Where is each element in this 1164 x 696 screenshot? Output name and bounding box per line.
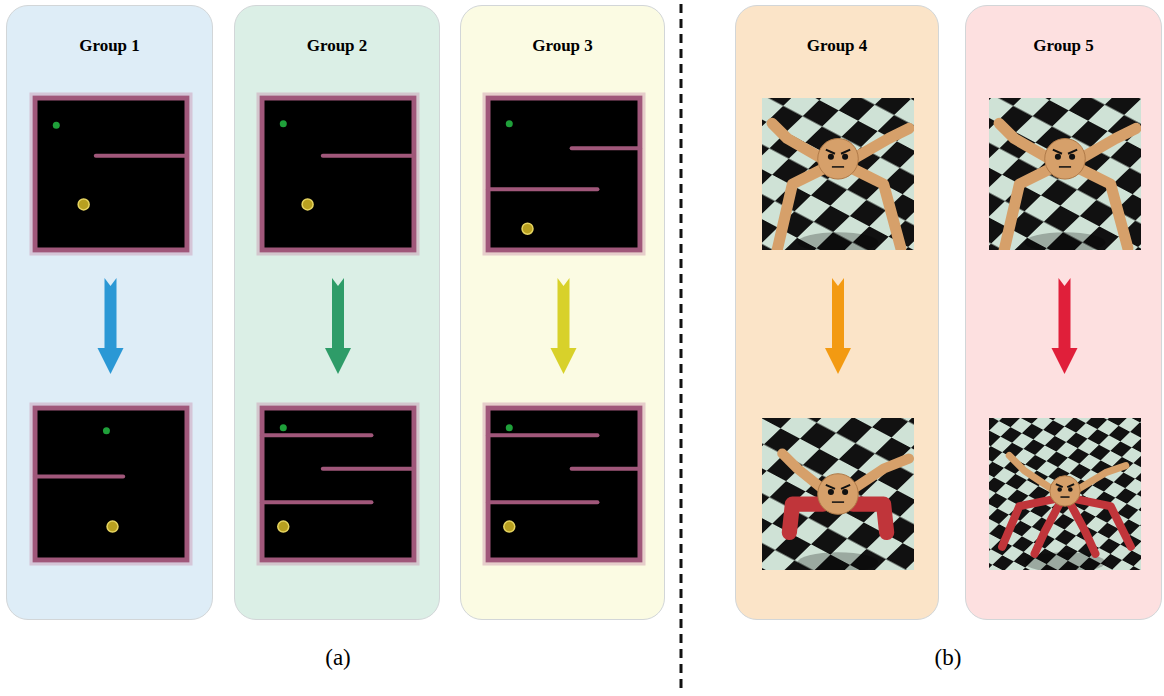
group-illustration (461, 6, 666, 621)
group-title: Group 5 (966, 6, 1161, 56)
group-title: Group 1 (7, 6, 212, 56)
group-title: Group 3 (461, 6, 664, 56)
group-illustration (736, 6, 940, 621)
subfigure-label: (a) (325, 645, 351, 671)
divider-line (680, 4, 683, 692)
group-panel: Group 3 (460, 5, 665, 620)
group-panel: Group 1 (6, 5, 213, 620)
group-illustration (7, 6, 214, 621)
group-panel: Group 2 (234, 5, 440, 620)
group-title: Group 4 (736, 6, 938, 56)
group-illustration (235, 6, 441, 621)
group-panel: Group 4 (735, 5, 939, 620)
group-title: Group 2 (235, 6, 439, 56)
subfigure-label: (b) (935, 645, 962, 671)
group-illustration (966, 6, 1163, 621)
group-panel: Group 5 (965, 5, 1162, 620)
